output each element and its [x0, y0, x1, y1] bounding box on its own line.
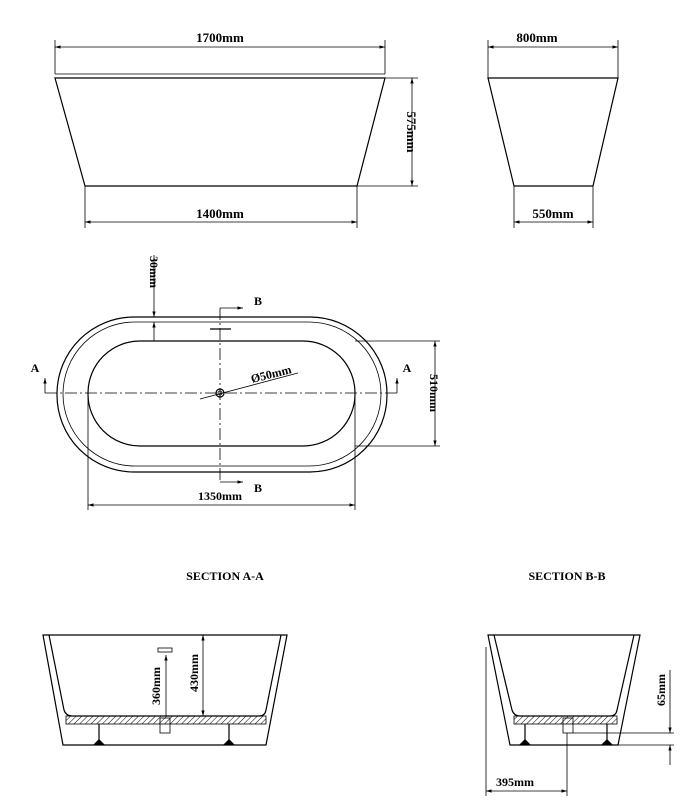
section-a-floor	[65, 715, 267, 725]
section-b-b: SECTION B-B 65mm 395mm	[485, 569, 674, 796]
label-30: 30mm	[147, 256, 161, 288]
section-a-foot-right	[223, 724, 235, 745]
label-65: 65mm	[654, 674, 668, 706]
section-a-overflow	[157, 647, 173, 653]
label-510: 510mm	[427, 374, 441, 412]
section-a-outline	[42, 634, 288, 746]
section-b-foot-left	[519, 724, 531, 745]
section-a-right-label: A	[403, 361, 412, 375]
label-395: 395mm	[496, 775, 534, 789]
label-800: 800mm	[516, 30, 557, 45]
label-575: 575mm	[404, 111, 419, 152]
section-a-drain	[159, 717, 171, 734]
section-b-foot-right	[601, 724, 613, 745]
side-outline	[487, 77, 619, 187]
label-drain: Ø50mm	[249, 362, 292, 386]
section-a-foot-left	[93, 724, 105, 745]
section-b-top-label: B	[254, 294, 262, 308]
front-view: 1700mm 575mm 1400mm	[54, 30, 419, 228]
section-a-a: SECTION A-A 360mm 430mm	[42, 569, 288, 746]
label-360: 360mm	[149, 667, 163, 705]
section-b-inner-wall	[493, 634, 635, 717]
section-b-floor	[513, 715, 618, 725]
plan-view: A A B B Ø50mm 30mm 510mm 1350mm	[31, 255, 441, 510]
side-view: 800mm 550mm	[487, 30, 619, 228]
label-1700: 1700mm	[196, 30, 244, 45]
section-a-inner-wall	[48, 634, 282, 717]
label-1350: 1350mm	[198, 489, 242, 503]
section-b-drain	[562, 717, 574, 734]
label-430: 430mm	[187, 654, 201, 692]
section-b-outline	[487, 634, 641, 746]
label-550: 550mm	[532, 206, 573, 221]
section-a-title: SECTION A-A	[186, 569, 264, 583]
front-outline	[54, 77, 386, 187]
plan-rim-inner	[62, 321, 382, 467]
section-b-title: SECTION B-B	[528, 569, 605, 583]
section-b-bottom-label: B	[254, 481, 262, 495]
section-a-left-label: A	[31, 361, 40, 375]
label-1400: 1400mm	[196, 206, 244, 221]
plan-outer-rim	[56, 316, 388, 473]
drain-leader	[199, 372, 299, 400]
